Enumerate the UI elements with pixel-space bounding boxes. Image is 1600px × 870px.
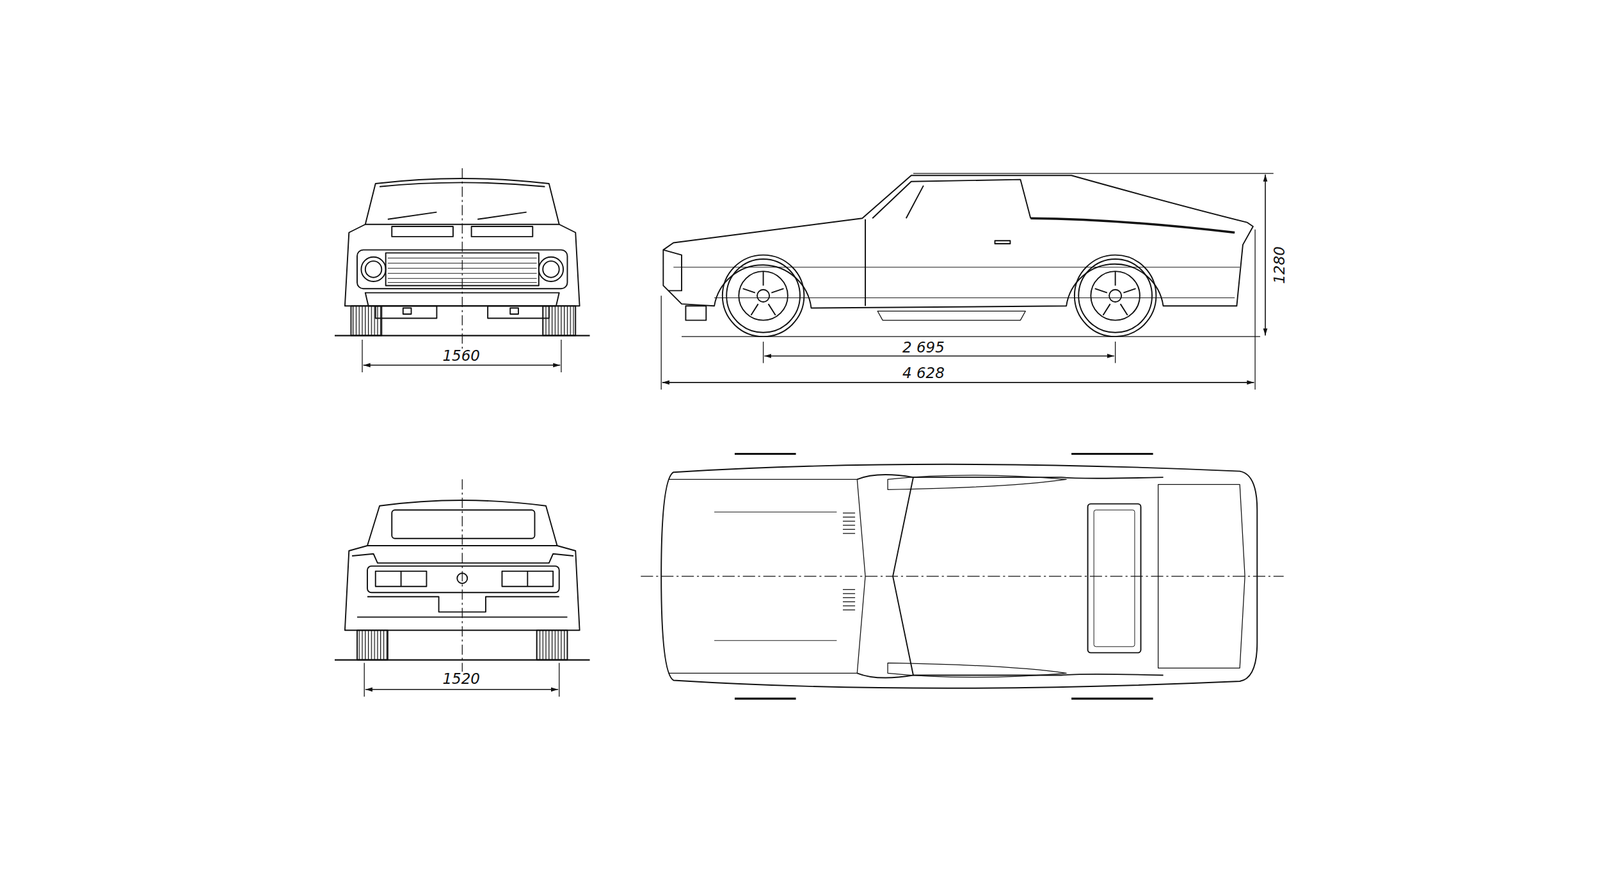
dimension-label: 1520 — [440, 672, 482, 687]
top-view — [640, 453, 1284, 699]
front-view — [334, 168, 591, 373]
dimension-label: 1280 — [1272, 244, 1288, 287]
dimension-label: 1560 — [440, 348, 482, 364]
rear-view — [334, 479, 591, 697]
dimension-label: 2 695 — [900, 340, 947, 356]
side-view — [661, 173, 1274, 390]
dimension-label: 4 628 — [900, 366, 947, 381]
